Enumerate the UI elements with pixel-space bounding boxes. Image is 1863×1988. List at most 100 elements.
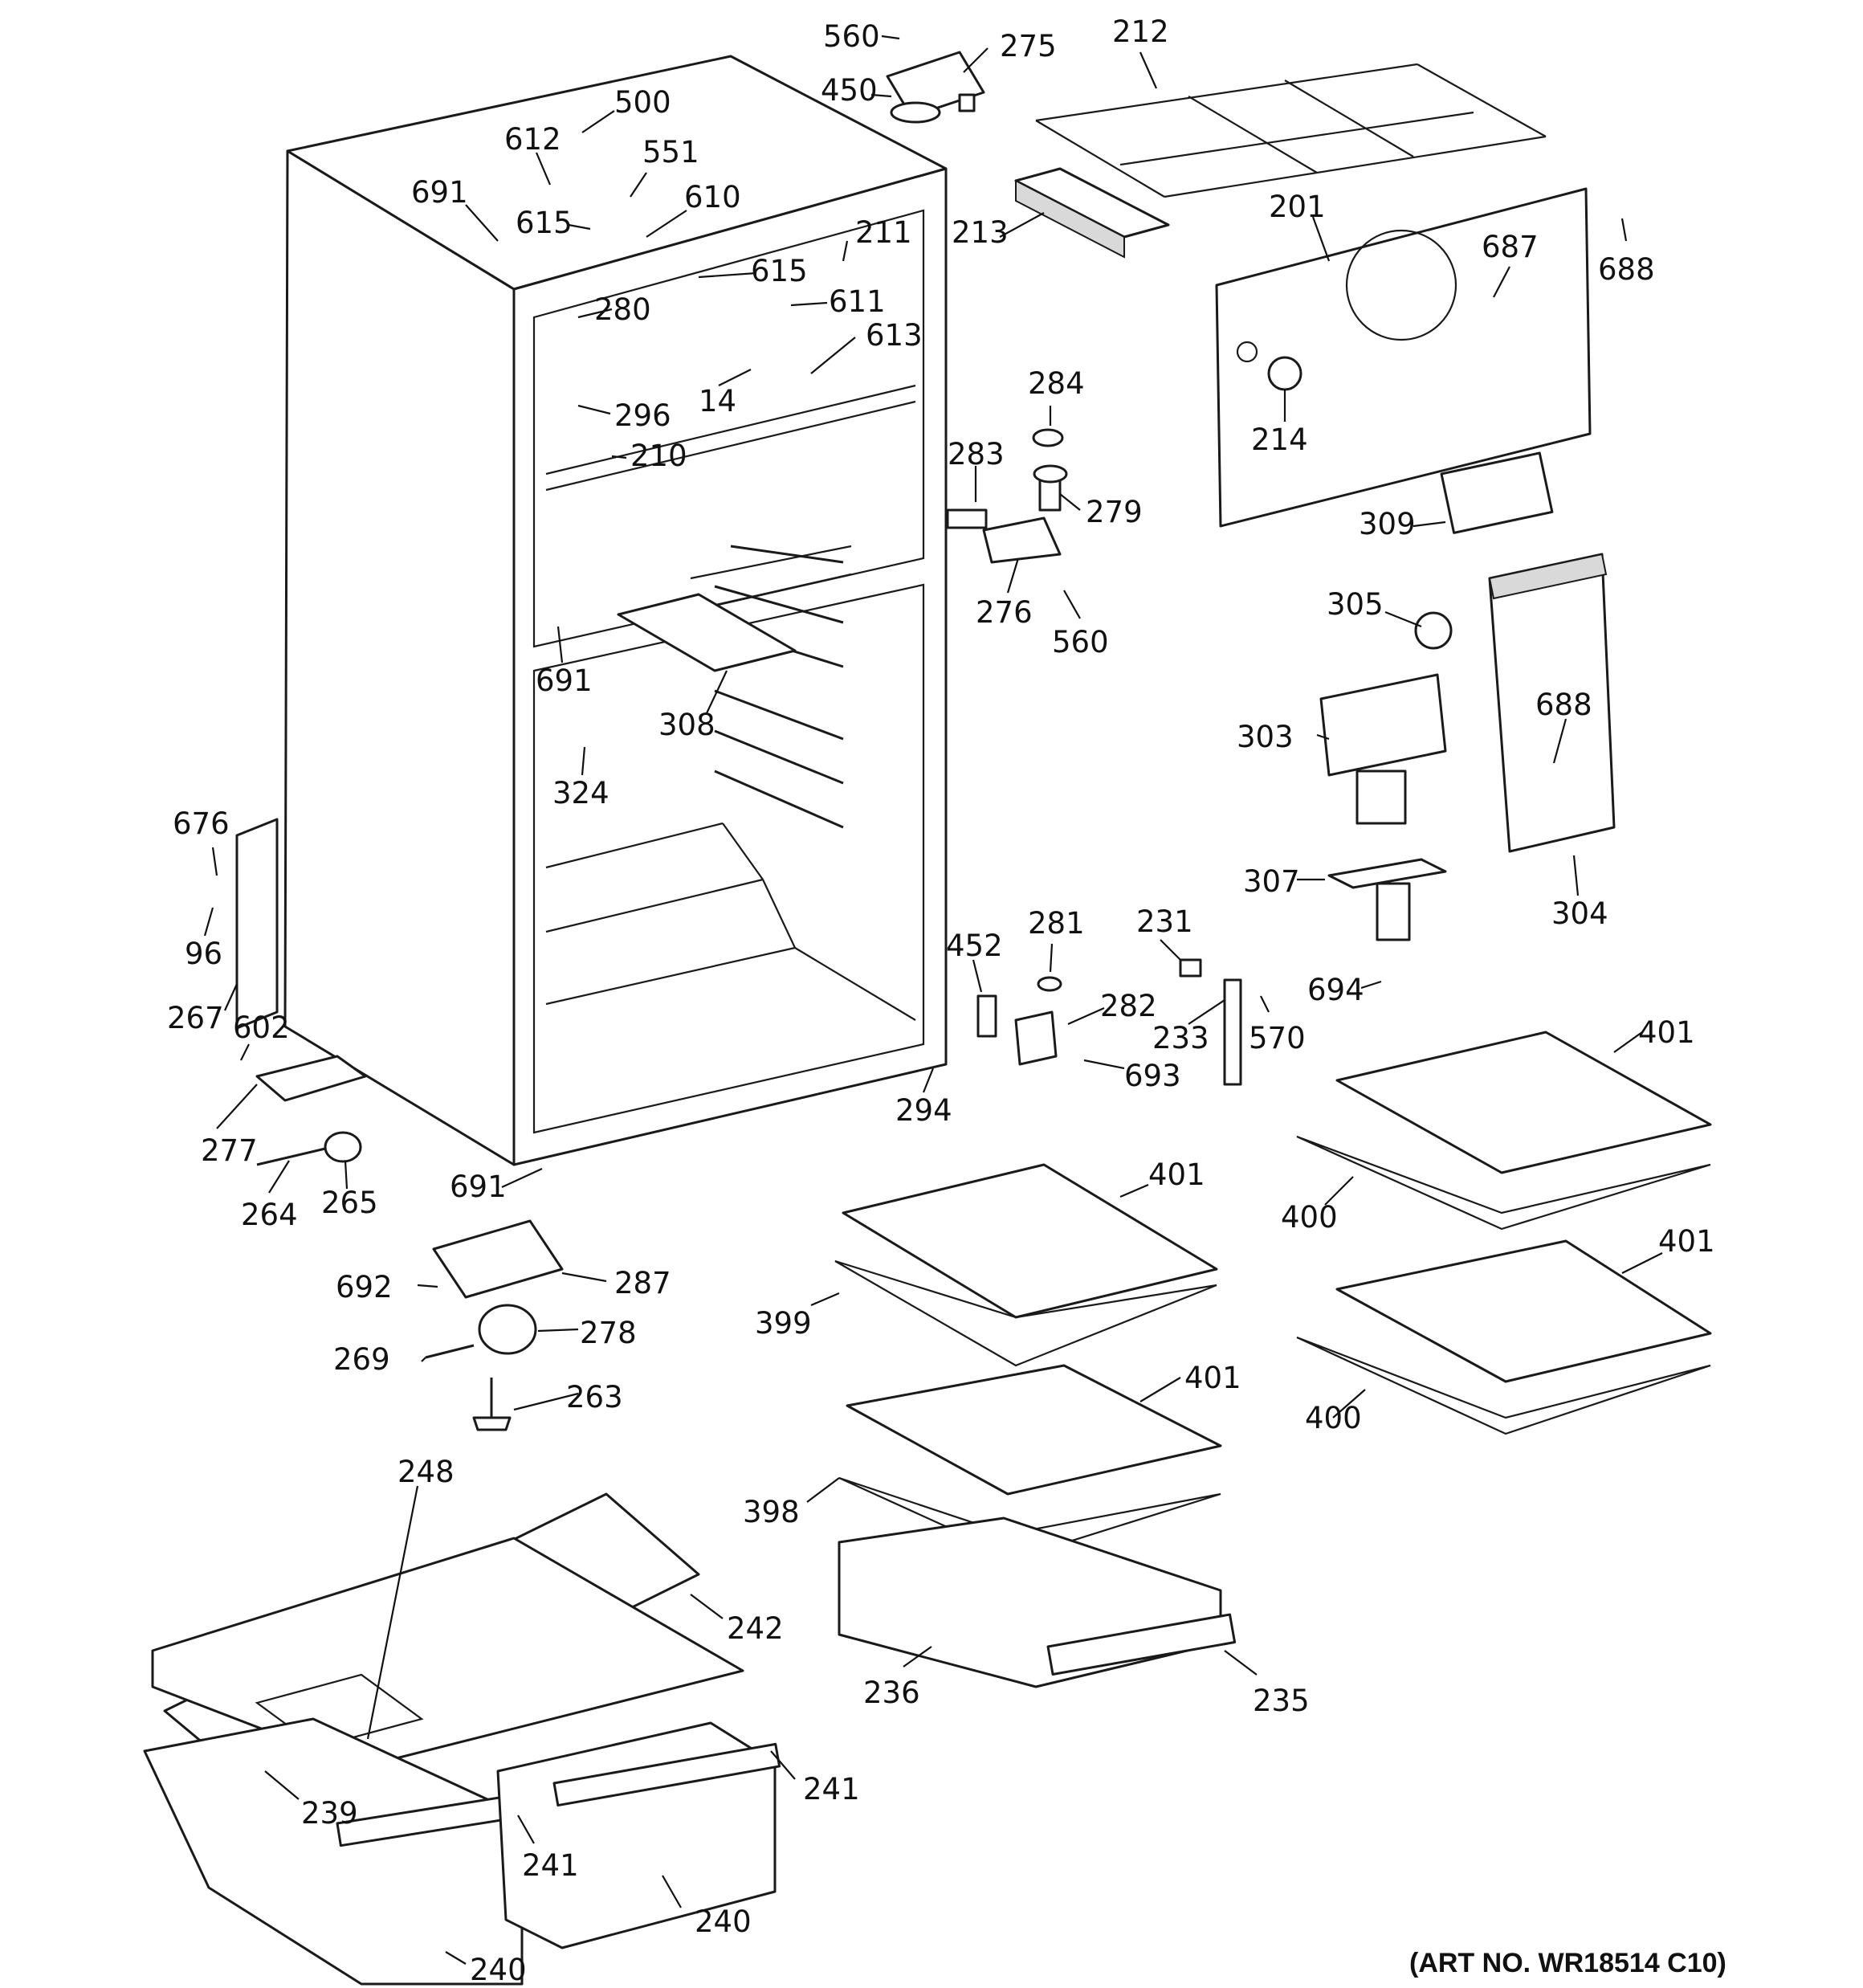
callout-602: 602 (233, 1010, 290, 1045)
roller-bracket (255, 1055, 367, 1102)
callout-304: 304 (1551, 896, 1608, 931)
callout-210: 210 (630, 439, 687, 473)
hinge-shim (946, 508, 988, 529)
control-housing (1488, 553, 1616, 853)
front-roller (324, 1131, 362, 1163)
callout-307: 307 (1243, 864, 1300, 899)
callout-231: 231 (1136, 904, 1193, 939)
callout-693: 693 (1124, 1059, 1181, 1093)
callout-309: 309 (1359, 507, 1416, 541)
callout-296: 296 (614, 398, 671, 433)
callout-692: 692 (336, 1270, 393, 1304)
callout-615: 615 (516, 206, 573, 240)
rear-roller (478, 1304, 537, 1355)
callout-248: 248 (397, 1455, 455, 1489)
damper-control (1327, 858, 1447, 941)
glass-shelf-lower-right (1296, 1239, 1712, 1435)
callout-241: 241 (803, 1772, 860, 1806)
callout-279: 279 (1086, 495, 1143, 529)
callout-267: 267 (167, 1001, 224, 1035)
glass-shelf-upper-left (834, 1163, 1218, 1367)
callout-263: 263 (566, 1380, 623, 1414)
callout-240: 240 (470, 1953, 527, 1987)
evaporator-cover (1215, 187, 1592, 528)
callout-688: 688 (1535, 688, 1592, 722)
callout-688: 688 (1598, 252, 1655, 287)
callout-276: 276 (976, 595, 1033, 630)
shelf-ladder-bracket (1223, 978, 1242, 1086)
callout-401: 401 (1658, 1224, 1715, 1259)
air-damper (1319, 673, 1447, 825)
top-hinge (886, 51, 985, 124)
lower-hinge-bracket (235, 818, 279, 1030)
bottom-hinge (1014, 1010, 1058, 1066)
callout-284: 284 (1028, 366, 1085, 401)
callout-399: 399 (755, 1306, 812, 1341)
callout-211: 211 (855, 215, 912, 250)
freezer-wire-shelf (1035, 63, 1547, 198)
leveling-leg (472, 1378, 512, 1431)
glass-shelf-upper-right (1296, 1031, 1712, 1231)
callout-324: 324 (552, 776, 609, 810)
callout-398: 398 (743, 1495, 800, 1529)
callout-282: 282 (1100, 989, 1157, 1023)
callout-96: 96 (185, 937, 222, 971)
callout-694: 694 (1307, 973, 1364, 1007)
callout-570: 570 (1249, 1021, 1306, 1055)
callout-615: 615 (751, 254, 808, 288)
callout-240: 240 (695, 1904, 752, 1939)
callout-235: 235 (1253, 1684, 1310, 1718)
temperature-control-knob (1414, 611, 1453, 650)
hinge-washer (1037, 976, 1062, 992)
callout-278: 278 (580, 1316, 637, 1350)
callout-283: 283 (948, 437, 1005, 471)
callout-400: 400 (1281, 1200, 1338, 1235)
callout-281: 281 (1028, 906, 1085, 941)
leader-lines (203, 35, 1663, 1965)
callout-213: 213 (952, 215, 1009, 250)
art-number: (ART NO. WR18514 C10) (1409, 1948, 1726, 1978)
callout-287: 287 (614, 1266, 671, 1300)
crisper-cover-support (617, 593, 797, 672)
callout-265: 265 (321, 1186, 378, 1220)
callout-611: 611 (829, 284, 886, 319)
leveling-bracket (432, 1219, 564, 1299)
callout-305: 305 (1327, 587, 1384, 622)
callout-239: 239 (301, 1796, 358, 1831)
callout-691: 691 (450, 1170, 507, 1204)
nameplate (1440, 451, 1554, 534)
roller-pin (425, 1344, 475, 1359)
cabinet-body (283, 55, 948, 1166)
callout-401: 401 (1184, 1361, 1241, 1395)
ice-tray (1014, 167, 1170, 259)
callout-687: 687 (1482, 230, 1539, 264)
callout-450: 450 (821, 73, 878, 108)
callout-612: 612 (504, 122, 561, 157)
hinge-pin (1032, 428, 1068, 512)
callout-308: 308 (658, 708, 715, 742)
callout-676: 676 (173, 806, 230, 841)
callout-labels: 560 275 450 212 500 612 551 691 610 615 … (167, 14, 1715, 1987)
callout-233: 233 (1152, 1021, 1209, 1055)
callout-277: 277 (201, 1133, 258, 1168)
callout-551: 551 (642, 135, 699, 169)
callout-269: 269 (333, 1342, 390, 1377)
callout-303: 303 (1237, 720, 1294, 754)
callout-400: 400 (1305, 1401, 1362, 1435)
meat-pan (838, 1517, 1237, 1688)
callout-294: 294 (895, 1093, 952, 1128)
center-hinge (982, 516, 1062, 564)
callout-500: 500 (614, 85, 671, 120)
callout-201: 201 (1269, 190, 1326, 224)
callout-691: 691 (536, 663, 593, 698)
crisper-drawer-right (496, 1721, 781, 1949)
callout-560: 560 (1052, 625, 1109, 659)
callout-242: 242 (727, 1611, 784, 1646)
callout-452: 452 (946, 929, 1003, 963)
callout-214: 214 (1251, 423, 1308, 457)
callout-14: 14 (699, 384, 736, 418)
hinge-cap (1179, 958, 1202, 978)
callout-236: 236 (863, 1676, 920, 1710)
callout-613: 613 (866, 318, 923, 353)
